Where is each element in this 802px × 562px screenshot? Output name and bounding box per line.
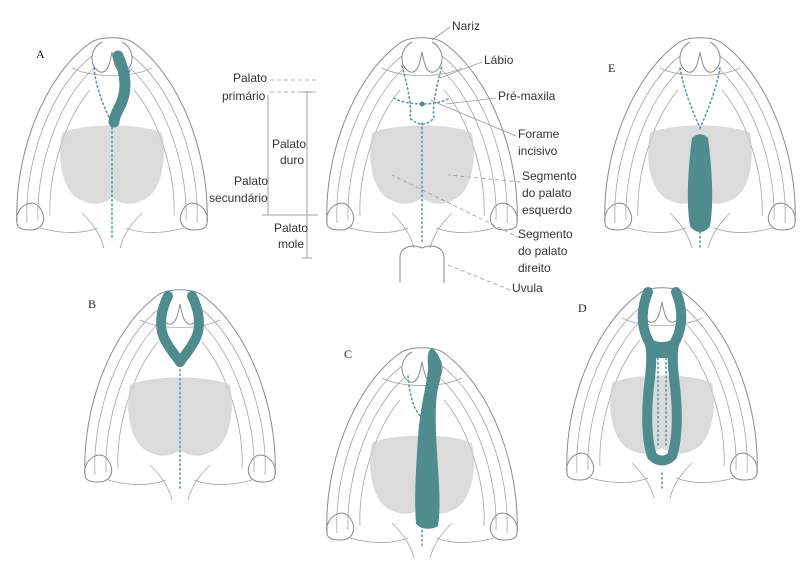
label-forame-2: incisivo xyxy=(518,144,558,158)
label-seg-dir-1: Segmento xyxy=(518,227,573,241)
panel-letter-c: C xyxy=(344,347,352,361)
panel-letter-a: A xyxy=(36,47,45,61)
label-palato-duro-1: Palato xyxy=(272,137,306,151)
label-uvula: Uvula xyxy=(512,281,543,295)
label-seg-esq-2: do palato xyxy=(522,186,572,200)
label-palato-duro-2: duro xyxy=(280,153,304,167)
label-palato-secundario-2: secundário xyxy=(209,191,268,205)
label-seg-dir-2: do palato xyxy=(518,244,568,258)
label-seg-esq-1: Segmento xyxy=(522,169,577,183)
label-nariz: Nariz xyxy=(452,19,480,33)
panel-letter-b: B xyxy=(88,297,96,311)
palate-region-labels: Palato primário Palato duro Palato secun… xyxy=(209,71,318,258)
label-labio: Lábio xyxy=(484,53,514,67)
panel-c xyxy=(327,348,518,558)
label-palato-primario-2: primário xyxy=(222,89,266,103)
panel-e xyxy=(605,38,796,250)
panel-b xyxy=(85,290,276,500)
label-palato-primario-1: Palato xyxy=(233,71,267,85)
label-palato-mole-1: Palato xyxy=(274,221,308,235)
label-pre-maxila: Pré-maxila xyxy=(498,89,556,103)
label-seg-dir-3: direito xyxy=(518,261,551,275)
reference-palate xyxy=(327,38,518,283)
label-forame-1: Forame xyxy=(518,127,560,141)
panel-letter-e: E xyxy=(608,61,615,75)
panel-a xyxy=(17,38,208,248)
panel-letter-d: D xyxy=(578,301,587,315)
label-palato-mole-2: mole xyxy=(278,237,304,251)
label-palato-secundario-1: Palato xyxy=(234,174,268,188)
panel-d xyxy=(567,288,758,498)
label-seg-esq-3: esquerdo xyxy=(522,203,572,217)
